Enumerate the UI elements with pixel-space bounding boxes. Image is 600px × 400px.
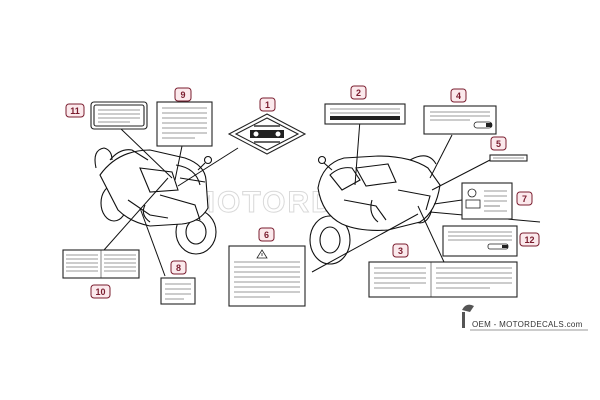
svg-text:12: 12 — [524, 235, 534, 245]
brand-logo-icon — [462, 304, 588, 331]
warning-icon — [256, 249, 268, 259]
callout-7: 7 — [516, 191, 533, 206]
svg-text:9: 9 — [180, 90, 185, 100]
svg-text:3: 3 — [398, 246, 403, 256]
callout-4: 4 — [450, 88, 467, 103]
svg-text:1: 1 — [265, 100, 270, 110]
decal-label-4 — [423, 105, 497, 135]
decal-label-3 — [368, 261, 518, 298]
motorcycle-right-view — [309, 155, 441, 265]
decal-label-9 — [156, 101, 213, 147]
callout-12: 12 — [519, 232, 540, 247]
svg-text:8: 8 — [176, 263, 181, 273]
svg-text:5: 5 — [496, 139, 501, 149]
svg-text:11: 11 — [70, 106, 80, 116]
decal-label-12 — [442, 225, 518, 257]
svg-text:6: 6 — [264, 230, 269, 240]
svg-text:4: 4 — [456, 91, 461, 101]
callout-6: 6 — [258, 227, 275, 242]
decal-label-10 — [62, 249, 140, 279]
callout-10: 10 — [90, 284, 111, 299]
decal-label-7 — [461, 182, 513, 220]
decal-label-1 — [227, 113, 307, 155]
callout-9: 9 — [174, 87, 192, 102]
svg-text:10: 10 — [95, 287, 105, 297]
callout-5: 5 — [490, 136, 507, 151]
callout-11: 11 — [65, 103, 85, 118]
decal-label-11 — [90, 101, 148, 130]
brand-text: OEM - MOTORDECALS.com — [472, 320, 583, 329]
watermark-text: MOTORD — [190, 186, 335, 219]
decal-label-8 — [160, 277, 196, 305]
callout-2: 2 — [350, 85, 367, 100]
leader-lines — [103, 119, 541, 277]
rider-logo-icon — [250, 125, 284, 143]
decal-label-6 — [228, 245, 306, 307]
decal-label-5 — [489, 154, 528, 162]
callout-3: 3 — [392, 243, 409, 258]
decal-label-2 — [324, 103, 406, 125]
callout-1: 1 — [259, 97, 276, 112]
callout-8: 8 — [170, 260, 187, 275]
svg-text:2: 2 — [356, 88, 361, 98]
motorcycle-left-view — [94, 147, 217, 255]
svg-text:7: 7 — [522, 194, 527, 204]
